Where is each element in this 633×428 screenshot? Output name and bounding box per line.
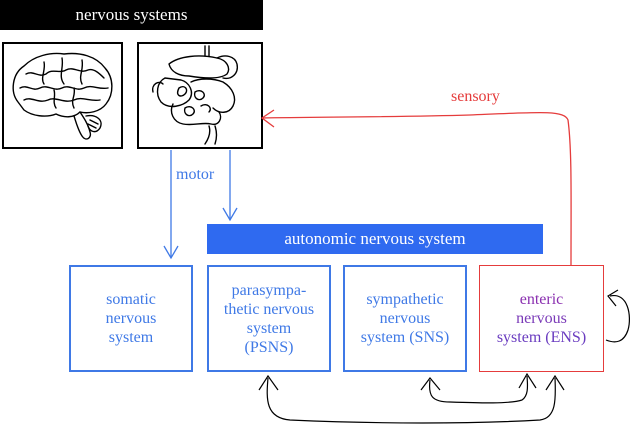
somatic-line-2: nervous bbox=[105, 310, 157, 327]
sns-arrowhead bbox=[420, 377, 441, 391]
parasympathetic-box: parasympa- thetic nervous system (PSNS) bbox=[207, 265, 331, 372]
sensory-arrow bbox=[261, 111, 572, 266]
psns-arrowhead bbox=[258, 374, 279, 391]
sympathetic-box: sympathetic nervous system (SNS) bbox=[343, 265, 467, 372]
sympathetic-line-3: system (SNS) bbox=[360, 329, 450, 346]
parasympathetic-line-4: (PSNS) bbox=[244, 338, 294, 356]
header-title: nervous systems bbox=[75, 5, 188, 24]
autonomic-bar: autonomic nervous system bbox=[207, 224, 543, 254]
sns-ens-connector bbox=[428, 375, 529, 404]
enteric-line-1: enteric bbox=[519, 291, 564, 308]
sensory-label: sensory bbox=[451, 88, 500, 105]
somatic-line-1: somatic bbox=[106, 291, 156, 308]
enteric-line-3: system (ENS) bbox=[496, 329, 587, 346]
parasympathetic-line-2: thetic nervous bbox=[223, 300, 315, 318]
motor-arrowhead-somatic bbox=[163, 245, 179, 260]
header-bar: nervous systems bbox=[0, 0, 263, 30]
ens-arrowhead-lower bbox=[545, 374, 565, 391]
motor-label: motor bbox=[176, 166, 215, 183]
autonomic-title: autonomic nervous system bbox=[284, 229, 466, 248]
enteric-box: enteric nervous system (ENS) bbox=[479, 265, 604, 372]
sympathetic-line-2: nervous bbox=[379, 310, 431, 327]
gut-panel bbox=[137, 42, 263, 149]
ens-self-loop-arrowhead bbox=[607, 289, 619, 307]
digestive-tract-icon bbox=[151, 45, 238, 145]
ens-arrowhead-upper bbox=[518, 372, 537, 389]
brain-icon bbox=[12, 52, 113, 140]
motor-arrowhead-autonomic bbox=[222, 207, 238, 222]
psns-ens-connector bbox=[266, 377, 556, 424]
sympathetic-line-1: sympathetic bbox=[366, 291, 444, 308]
ens-self-loop bbox=[605, 295, 631, 343]
sensory-arrowhead bbox=[260, 109, 275, 128]
parasympathetic-line-1: parasympa- bbox=[231, 281, 307, 299]
parasympathetic-line-3: system bbox=[246, 319, 292, 337]
somatic-line-3: system bbox=[108, 329, 154, 346]
brain-panel bbox=[2, 42, 123, 149]
somatic-box: somatic nervous system bbox=[69, 265, 193, 372]
enteric-line-2: nervous bbox=[516, 310, 567, 327]
